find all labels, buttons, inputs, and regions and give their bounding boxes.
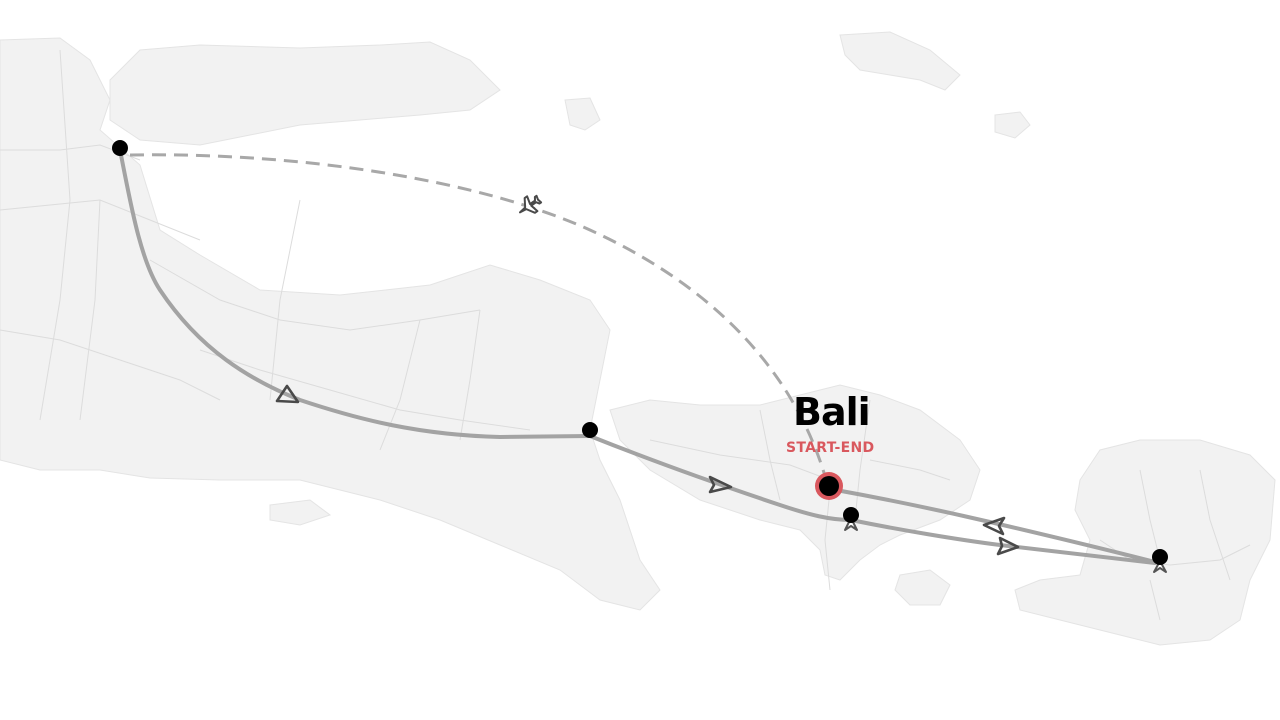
flight-route (129, 153, 827, 477)
stop-marker-start-end[interactable] (819, 476, 839, 496)
stop-marker-west[interactable] (112, 140, 128, 156)
highlight-subtitle: START-END (786, 440, 875, 456)
direction-arrow-icon (996, 536, 1020, 556)
direction-arrows (275, 384, 1020, 556)
stop-marker-mid-java[interactable] (582, 422, 598, 438)
highlight-title: Bali (793, 390, 871, 434)
stop-marker-lombok[interactable] (1152, 549, 1168, 565)
pin-icon (844, 517, 858, 531)
stop-marker-south-bali[interactable] (843, 507, 859, 523)
land-layer (0, 31, 1276, 646)
direction-arrow-icon (275, 384, 300, 404)
direction-arrow-icon (982, 516, 1006, 536)
pin-icon (1153, 560, 1167, 573)
direction-arrow-icon (708, 475, 733, 494)
airplane-icon (518, 194, 543, 214)
